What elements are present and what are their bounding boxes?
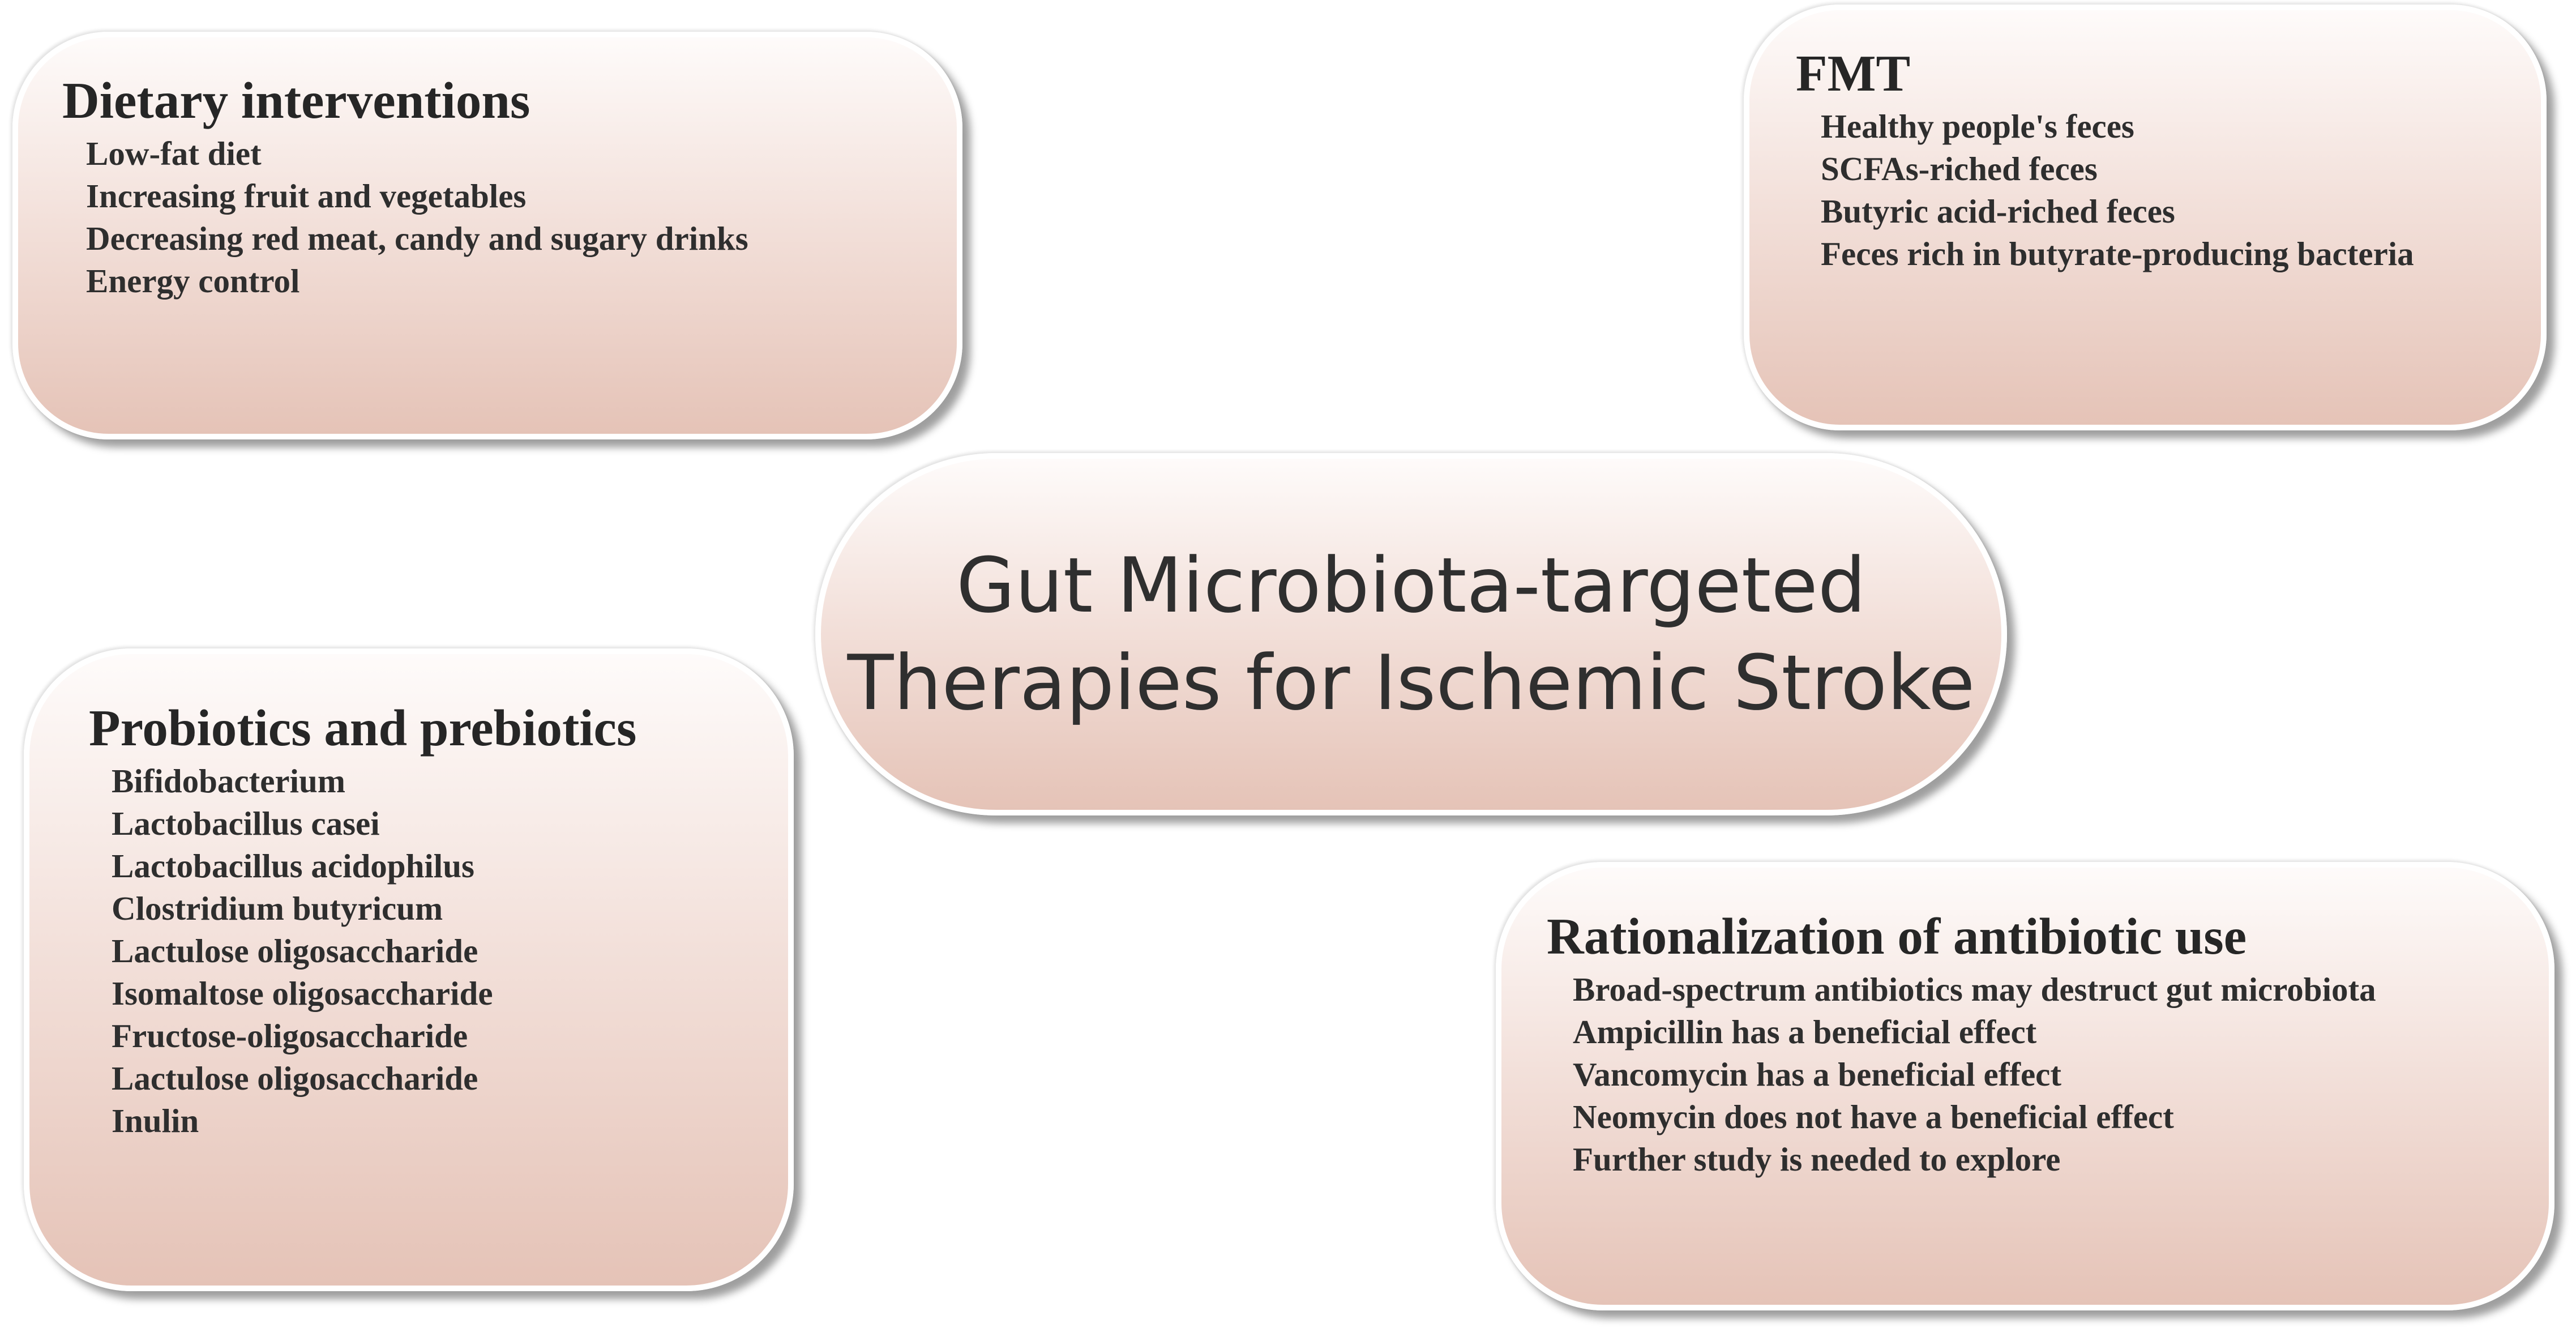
probiotics-prebiotics-title: Probiotics and prebiotics [89,699,637,757]
list-item: Neomycin does not have a beneficial effe… [1573,1098,2174,1135]
list-item: Bifidobacterium [112,762,345,800]
list-item: Ampicillin has a beneficial effect [1573,1013,2037,1051]
list-item: Lactulose oligosaccharide [112,932,478,970]
center-title-box: Gut Microbiota-targeted Therapies for Is… [815,453,2007,815]
list-item: Lactobacillus casei [112,804,380,842]
center-title-line-1: Gut Microbiota-targeted [956,541,1866,630]
list-item: Energy control [86,262,300,300]
center-title-line-2: Therapies for Ischemic Stroke [847,639,1975,727]
antibiotic-use-card: Rationalization of antibiotic use Broad-… [1496,862,2554,1310]
list-item: Vancomycin has a beneficial effect [1573,1055,2062,1093]
center-title: Gut Microbiota-targeted Therapies for Is… [848,537,1975,732]
probiotics-prebiotics-list: Bifidobacterium Lactobacillus casei Lact… [89,760,788,1142]
antibiotic-use-list: Broad-spectrum antibiotics may destruct … [1547,968,2549,1181]
list-item: SCFAs-riched feces [1821,150,2098,187]
antibiotic-use-title: Rationalization of antibiotic use [1547,908,2247,965]
list-item: Inulin [112,1101,199,1139]
list-item: Further study is needed to explore [1573,1140,2061,1178]
dietary-interventions-card: Dietary interventions Low-fat diet Incre… [12,32,962,439]
list-item: Increasing fruit and vegetables [86,177,527,215]
list-item: Low-fat diet [86,134,262,172]
list-item: Fructose-oligosaccharide [112,1017,468,1054]
fmt-list: Healthy people's feces SCFAs-riched fece… [1796,105,2541,275]
fmt-card: FMT Healthy people's feces SCFAs-riched … [1744,5,2547,430]
dietary-interventions-title: Dietary interventions [62,72,530,129]
list-item: Lactulose oligosaccharide [112,1059,478,1097]
list-item: Healthy people's feces [1821,107,2134,145]
list-item: Isomaltose oligosaccharide [112,974,493,1012]
list-item: Butyric acid-riched feces [1821,192,2175,230]
list-item: Decreasing red meat, candy and sugary dr… [86,219,748,257]
list-item: Lactobacillus acidophilus [112,847,474,885]
fmt-title: FMT [1796,45,1911,102]
list-item: Feces rich in butyrate-producing bacteri… [1821,234,2414,272]
probiotics-prebiotics-card: Probiotics and prebiotics Bifidobacteriu… [24,648,794,1291]
list-item: Clostridium butyricum [112,889,443,927]
dietary-interventions-list: Low-fat diet Increasing fruit and vegeta… [62,133,957,302]
list-item: Broad-spectrum antibiotics may destruct … [1573,970,2376,1008]
